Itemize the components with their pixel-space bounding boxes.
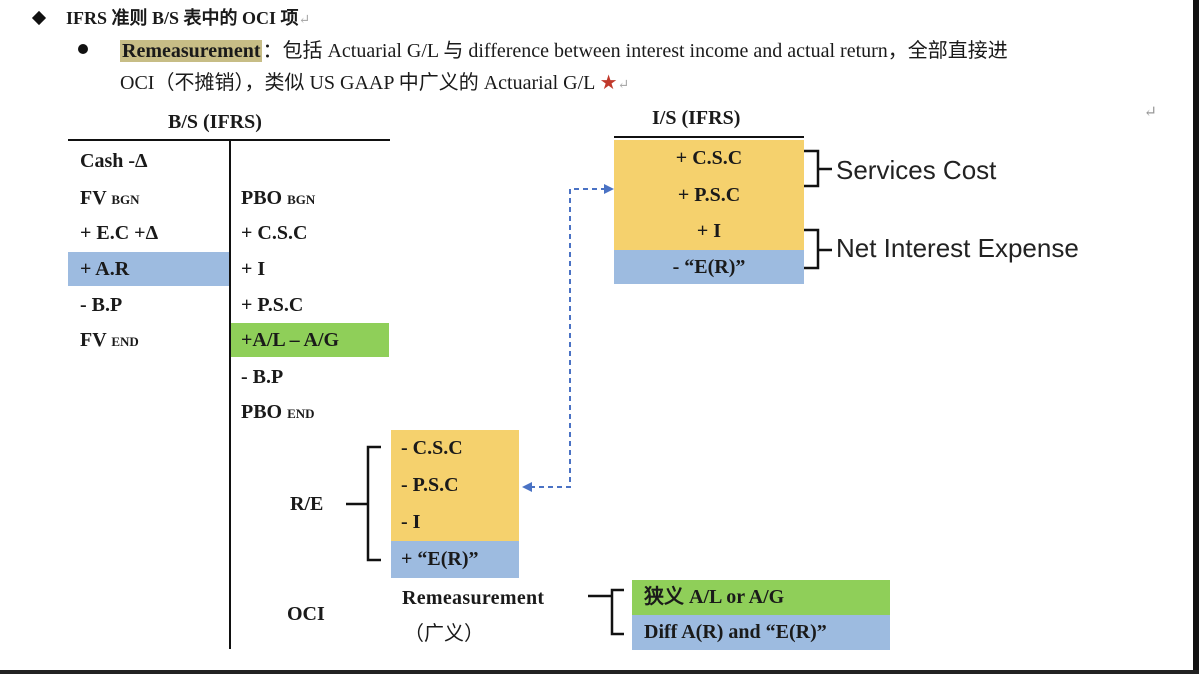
dashed-connector (532, 188, 606, 488)
highlighted-term: Remeasurement (120, 40, 263, 62)
is-row-psc: + P.S.C (614, 177, 804, 214)
bs-right-pbo-bgn: PBO BGN (241, 187, 316, 209)
bs-left-cash: Cash -Δ (80, 150, 148, 172)
remeasurement-bracket (588, 588, 624, 636)
bs-divider (229, 141, 231, 649)
remeasurement-broad-label: （广义） (404, 623, 484, 645)
heading: IFRS 准则 B/S 表中的 OCI 项↵ (31, 4, 311, 30)
bullet-text-2: OCI（不摊销），类似 US GAAP 中广义的 Actuarial G/L (120, 72, 600, 94)
re-row-csc: - C.S.C (391, 430, 519, 467)
window-edge-right (1193, 0, 1199, 674)
round-bullet-icon (78, 44, 88, 54)
services-cost-label: Services Cost (836, 155, 997, 185)
heading-text: IFRS 准则 B/S 表中的 OCI 项 (66, 8, 299, 28)
bs-right-i: + I (241, 258, 266, 280)
paragraph-mark: ↵ (298, 13, 311, 28)
bs-left-ec: + E.C +Δ (80, 222, 159, 244)
star-icon: ★ (599, 72, 618, 94)
is-row-i: + I (614, 213, 804, 250)
oci-row-narrow: 狭义 A/L or A/G (632, 580, 890, 615)
net-interest-label: Net Interest Expense (836, 233, 1079, 263)
bs-title: B/S (IFRS) (168, 111, 262, 133)
bs-right-psc: + P.S.C (241, 294, 304, 316)
arrow-left-icon (522, 482, 532, 492)
is-top-rule (614, 136, 804, 138)
remeasurement-label: Remeasurement (402, 587, 545, 609)
bs-left-fv-bgn: FV BGN (80, 187, 140, 209)
bs-right-bp: - B.P (241, 366, 284, 388)
bs-top-rule (68, 139, 390, 141)
net-interest-brace (804, 228, 832, 270)
oci-row-diff: Diff A(R) and “E(R)” (632, 615, 890, 650)
re-row-psc: - P.S.C (391, 467, 519, 504)
arrow-right-icon (604, 184, 614, 194)
bullet-line-1: Remeasurement：包括 Actuarial G/L 与 differe… (78, 34, 1008, 63)
services-cost-brace (804, 149, 832, 188)
re-row-er: + “E(R)” (391, 541, 519, 578)
bullet-text-1: ：包括 Actuarial G/L 与 difference between i… (262, 40, 1008, 62)
re-label: R/E (290, 493, 324, 515)
paragraph-mark: ↵ (617, 78, 630, 93)
paragraph-mark-corner: ↵ (1143, 104, 1157, 121)
bs-right-csc: + C.S.C (241, 222, 308, 244)
is-row-csc: + C.S.C (614, 140, 804, 177)
bs-right-pbo-end: PBO END (241, 401, 315, 423)
re-row-i: - I (391, 504, 519, 541)
oci-label: OCI (287, 603, 325, 625)
is-row-er: - “E(R)” (614, 250, 804, 284)
bs-left-ar: + A.R (68, 252, 229, 286)
window-edge-bottom (0, 670, 1199, 674)
bs-right-al-ag: +A/L – A/G (231, 323, 389, 357)
bs-left-bp: - B.P (80, 294, 123, 316)
bs-left-fv-end: FV END (80, 329, 139, 351)
is-title: I/S (IFRS) (652, 107, 741, 129)
bullet-line-2: OCI（不摊销），类似 US GAAP 中广义的 Actuarial G/L ★… (120, 66, 629, 95)
re-bracket (346, 445, 381, 562)
